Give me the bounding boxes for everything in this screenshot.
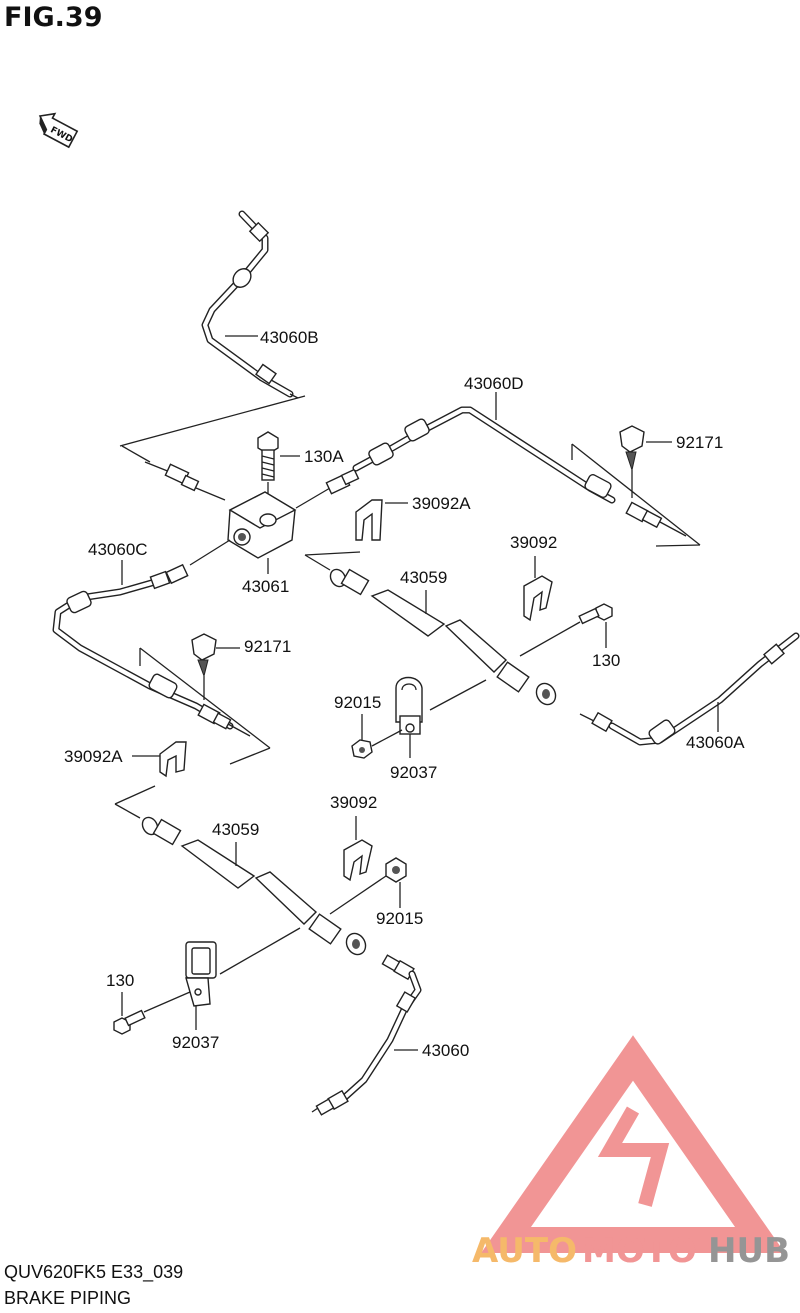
watermark-moto: MOTO [582, 1231, 697, 1271]
label-130-top: 130 [592, 651, 620, 670]
nut-92015-bottom [329, 857, 407, 915]
pipe-43060D [295, 392, 687, 537]
clamp-92037-bottom [185, 941, 217, 1030]
figure-title: FIG.39 [4, 2, 103, 33]
label-43060D: 43060D [464, 374, 524, 393]
diagram-name: BRAKE PIPING [4, 1288, 132, 1308]
clip-39092-bottom [343, 816, 373, 882]
bolt-130-bottom [113, 991, 191, 1035]
label-92171-mid: 92171 [244, 637, 291, 656]
label-92015-top: 92015 [334, 693, 381, 712]
clip-39092-top [523, 556, 553, 622]
fwd-arrow-icon: FWD [38, 112, 79, 149]
watermark-logo: AUTO MOTO HUB [472, 1035, 790, 1271]
label-43060: 43060 [422, 1041, 469, 1060]
clip-39092A-top [355, 499, 408, 541]
label-43060A: 43060A [686, 733, 745, 752]
label-39092A-left: 39092A [64, 747, 123, 766]
leader-line [119, 395, 306, 447]
leader-line [571, 443, 701, 546]
pipe-43060 [311, 954, 422, 1116]
label-39092-top: 39092 [510, 533, 557, 552]
label-92171-top: 92171 [676, 433, 723, 452]
label-92037-bottom: 92037 [172, 1033, 219, 1052]
label-43060C: 43060C [88, 540, 148, 559]
watermark-hub: HUB [708, 1231, 790, 1271]
label-130-bottom: 130 [106, 971, 134, 990]
fitting-top-left [121, 445, 226, 501]
label-43060B: 43060B [260, 328, 319, 347]
bolt-130-top [519, 603, 613, 657]
clip-39092A-left [132, 741, 187, 778]
clamp-92037-top [395, 676, 423, 758]
label-39092-bottom: 39092 [330, 793, 377, 812]
hose-43059-bottom [114, 785, 367, 975]
nut-92015-top [351, 714, 403, 759]
label-92015-bottom: 92015 [376, 909, 423, 928]
clip-92171-top [619, 425, 672, 498]
pipe-43060B [201, 210, 299, 399]
label-130A: 130A [304, 447, 344, 466]
leader-line [139, 647, 271, 749]
leader-line [655, 544, 701, 547]
leader-line [229, 747, 271, 765]
bolt-130A [257, 431, 300, 505]
label-43061: 43061 [242, 577, 289, 596]
label-43059-bottom: 43059 [212, 820, 259, 839]
diagram-code: QUV620FK5 E33_039 [4, 1262, 184, 1282]
label-92037-top: 92037 [390, 763, 437, 782]
hose-43059-top [304, 551, 557, 711]
label-39092A-top: 39092A [412, 494, 471, 513]
pipe-43060A [579, 632, 800, 746]
label-43059-top: 43059 [400, 568, 447, 587]
junction-43061 [227, 491, 297, 574]
pipe-43060C [52, 539, 251, 737]
watermark-auto: AUTO [472, 1231, 577, 1271]
clip-92171-mid [191, 633, 240, 700]
